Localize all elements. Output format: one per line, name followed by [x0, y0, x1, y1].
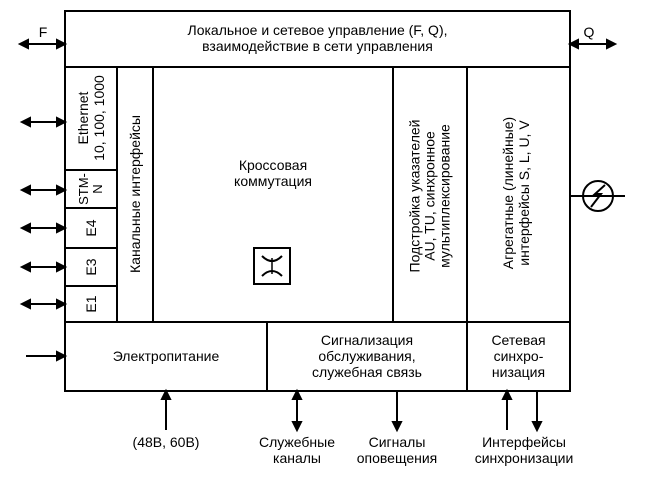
e4-tributary: E4 [83, 219, 99, 237]
e1-tributary: E1 [83, 295, 99, 313]
sync-interfaces-label: Интерфейсы синхронизации [474, 434, 574, 466]
cross-switch-symbol [253, 247, 291, 285]
management-title-line2: взаимодействие в сети управления [202, 38, 433, 54]
q-interface-label: Q [583, 24, 595, 40]
cross-connect-block: Кроссовая коммутация [234, 157, 312, 189]
power-supply-block: Электропитание [112, 348, 220, 364]
voltage-label: (48В, 60В) [132, 434, 200, 450]
pointer-adjustment-block: Подстройка указателей AU, TU, синхронное… [406, 119, 453, 273]
stm-n-tributary: STM- N [76, 173, 105, 205]
ethernet-tributary: Ethernet 10, 100, 1000 [75, 75, 107, 161]
aggregate-interfaces-block: Агрегатные (линейные) интерфейсы S, L, U… [500, 116, 532, 270]
aggregate-line-symbol [582, 180, 614, 212]
f-interface-label: F [38, 24, 48, 40]
outer-frame [64, 10, 571, 392]
management-block: Локальное и сетевое управление (F, Q), в… [67, 22, 568, 54]
service-channels-label: Служебные каналы [258, 434, 336, 466]
alarm-signals-label: Сигналы оповещения [356, 434, 438, 466]
channel-interfaces-block: Канальные интерфейсы [127, 115, 143, 273]
service-signaling-block: Сигнализация обслуживания, служебная свя… [312, 332, 422, 380]
e3-tributary: E3 [83, 258, 99, 276]
network-sync-block: Сетевая синхро- низация [491, 332, 546, 380]
management-title-line1: Локальное и сетевое управление (F, Q), [187, 22, 448, 38]
